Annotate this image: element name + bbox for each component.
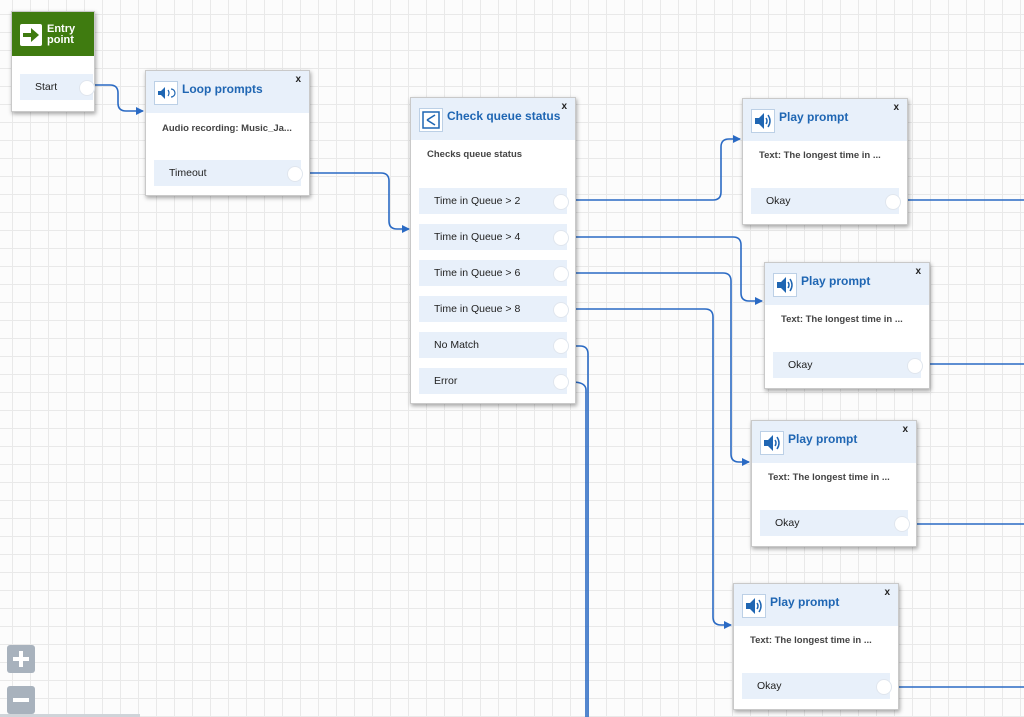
branch-port[interactable] [553, 302, 569, 318]
branch-label: Time in Queue > 4 [434, 231, 521, 243]
connector-timeout-to-check [306, 172, 410, 233]
okay-branch[interactable]: Okay [751, 188, 901, 214]
timeout-branch[interactable]: Timeout [154, 160, 303, 186]
close-icon[interactable]: x [893, 102, 899, 113]
connector-q6-to-play3 [572, 272, 750, 466]
play-prompt-node[interactable]: Play prompt x Text: The longest time in … [764, 262, 930, 389]
check-queue-status-description: Checks queue status [427, 149, 523, 160]
start-port[interactable] [79, 80, 95, 96]
branch-time-in-queue-4[interactable]: Time in Queue > 4 [419, 224, 569, 250]
connector-error-out [571, 381, 587, 717]
connector-start-to-loop [92, 84, 144, 115]
entry-point-header: Entry point [12, 12, 94, 56]
speaker-icon [751, 109, 775, 133]
loop-prompts-description: Audio recording: Music_Ja... [162, 123, 292, 134]
connector-q4-to-play2 [572, 236, 763, 305]
branch-port[interactable] [553, 338, 569, 354]
zoom-in-button[interactable] [7, 645, 35, 673]
okay-label: Okay [757, 680, 782, 692]
okay-port[interactable] [885, 194, 901, 210]
play-prompt-node[interactable]: Play prompt x Text: The longest time in … [742, 98, 908, 225]
branch-error[interactable]: Error [419, 368, 569, 394]
branch-port[interactable] [553, 194, 569, 210]
horizontal-scrollbar[interactable] [0, 714, 140, 717]
speaker-icon [773, 273, 797, 297]
zoom-out-button[interactable] [7, 686, 35, 714]
branch-icon [419, 108, 443, 132]
arrow-right-icon [20, 24, 42, 46]
check-queue-status-title: Check queue status [447, 109, 561, 123]
okay-branch[interactable]: Okay [760, 510, 910, 536]
timeout-port[interactable] [287, 166, 303, 182]
okay-label: Okay [788, 359, 813, 371]
branch-port[interactable] [553, 230, 569, 246]
branch-no-match[interactable]: No Match [419, 332, 569, 358]
branch-label: No Match [434, 339, 479, 351]
start-label: Start [35, 81, 58, 93]
play-prompt-header: Play prompt x [734, 584, 898, 626]
okay-label: Okay [766, 195, 791, 207]
entry-point-title: Entry point [47, 23, 76, 46]
start-branch[interactable]: Start [20, 74, 95, 100]
close-icon[interactable]: x [884, 587, 890, 598]
speaker-icon [760, 431, 784, 455]
play-prompt-header: Play prompt x [743, 99, 907, 141]
connector-q2-to-play1 [572, 135, 741, 201]
close-icon[interactable]: x [561, 101, 567, 112]
okay-port[interactable] [894, 516, 910, 532]
close-icon[interactable]: x [915, 266, 921, 277]
play-prompt-node[interactable]: Play prompt x Text: The longest time in … [733, 583, 899, 710]
branch-port[interactable] [553, 374, 569, 390]
play-prompt-title: Play prompt [770, 595, 840, 609]
play-prompt-title: Play prompt [788, 432, 858, 446]
loop-prompts-header: Loop prompts x [146, 71, 309, 113]
branch-time-in-queue-6[interactable]: Time in Queue > 6 [419, 260, 569, 286]
timeout-label: Timeout [169, 167, 207, 179]
branch-label: Time in Queue > 8 [434, 303, 521, 315]
check-queue-status-node[interactable]: Check queue status x Checks queue status… [410, 97, 576, 404]
play-prompt-node[interactable]: Play prompt x Text: The longest time in … [751, 420, 917, 547]
branch-label: Error [434, 375, 458, 387]
okay-port[interactable] [876, 679, 892, 695]
loop-prompts-node[interactable]: Loop prompts x Audio recording: Music_Ja… [145, 70, 310, 196]
branch-time-in-queue-8[interactable]: Time in Queue > 8 [419, 296, 569, 322]
play-prompt-description: Text: The longest time in ... [750, 635, 872, 646]
okay-branch[interactable]: Okay [773, 352, 923, 378]
okay-port[interactable] [907, 358, 923, 374]
branch-port[interactable] [553, 266, 569, 282]
play-prompt-description: Text: The longest time in ... [759, 150, 881, 161]
entry-point-node[interactable]: Entry point Start [11, 11, 95, 112]
okay-label: Okay [775, 517, 800, 529]
check-queue-status-header: Check queue status x [411, 98, 575, 140]
branch-label: Time in Queue > 2 [434, 195, 521, 207]
speaker-loop-icon [154, 81, 178, 105]
play-prompt-description: Text: The longest time in ... [768, 472, 890, 483]
play-prompt-title: Play prompt [779, 110, 849, 124]
play-prompt-header: Play prompt x [752, 421, 916, 463]
play-prompt-header: Play prompt x [765, 263, 929, 305]
okay-branch[interactable]: Okay [742, 673, 892, 699]
close-icon[interactable]: x [295, 74, 301, 85]
close-icon[interactable]: x [902, 424, 908, 435]
branch-time-in-queue-2[interactable]: Time in Queue > 2 [419, 188, 569, 214]
connector-q8-to-play4 [572, 308, 732, 629]
play-prompt-description: Text: The longest time in ... [781, 314, 903, 325]
speaker-icon [742, 594, 766, 618]
branch-label: Time in Queue > 6 [434, 267, 521, 279]
loop-prompts-title: Loop prompts [182, 82, 263, 96]
play-prompt-title: Play prompt [801, 274, 871, 288]
